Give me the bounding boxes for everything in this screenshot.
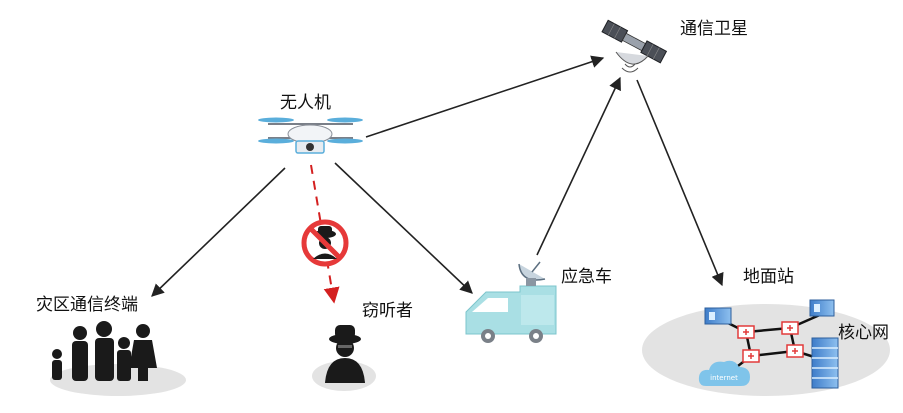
satellite-icon xyxy=(601,19,668,73)
link-vehicle-to-satellite xyxy=(536,76,621,256)
emergency-vehicle-label: 应急车 xyxy=(561,267,612,287)
van-icon xyxy=(465,285,557,343)
dish-icon xyxy=(518,261,546,286)
spy-icon xyxy=(325,325,365,383)
router-icon xyxy=(737,321,804,363)
drone-icon xyxy=(258,117,363,154)
link-satellite-to-ground-station xyxy=(636,79,724,287)
link-uav-to-terminals xyxy=(151,167,286,297)
link-uav-to-vehicle xyxy=(334,162,473,294)
ground-station-label: 地面站 xyxy=(743,267,794,287)
prohibited-spy-icon xyxy=(301,219,349,267)
core-network-label: 核心网 xyxy=(838,323,889,343)
server-icon xyxy=(704,299,839,389)
people-icon xyxy=(52,321,157,381)
internet-label: internet xyxy=(710,374,738,382)
eavesdropper-label: 窃听者 xyxy=(362,301,413,321)
cloud-icon: internet xyxy=(698,360,750,386)
link-uav-to-satellite xyxy=(365,55,605,138)
uav-label: 无人机 xyxy=(280,93,331,113)
satellite-label: 通信卫星 xyxy=(680,19,748,39)
disaster-terminals-label: 灾区通信终端 xyxy=(36,295,138,315)
